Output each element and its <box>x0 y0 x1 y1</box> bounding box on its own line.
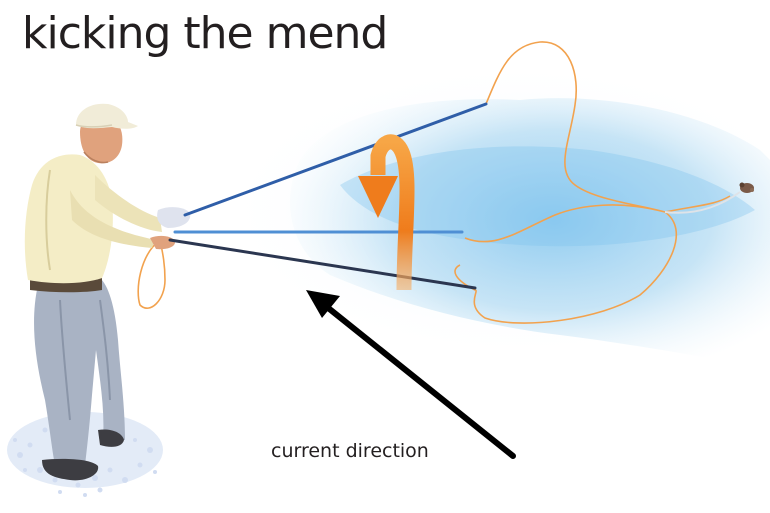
loose-line-loop <box>137 239 166 309</box>
leader-line <box>664 191 741 214</box>
fly <box>739 182 754 193</box>
rod-upper <box>183 102 488 217</box>
mend-rotation-arrow <box>358 134 415 291</box>
diagram-title: kicking the mend <box>22 8 388 59</box>
rod-lower <box>168 238 477 290</box>
current-direction-label: current direction <box>271 440 429 462</box>
angler-figure <box>24 103 191 481</box>
current-direction-arrow <box>306 290 516 459</box>
water-surface <box>220 60 770 371</box>
